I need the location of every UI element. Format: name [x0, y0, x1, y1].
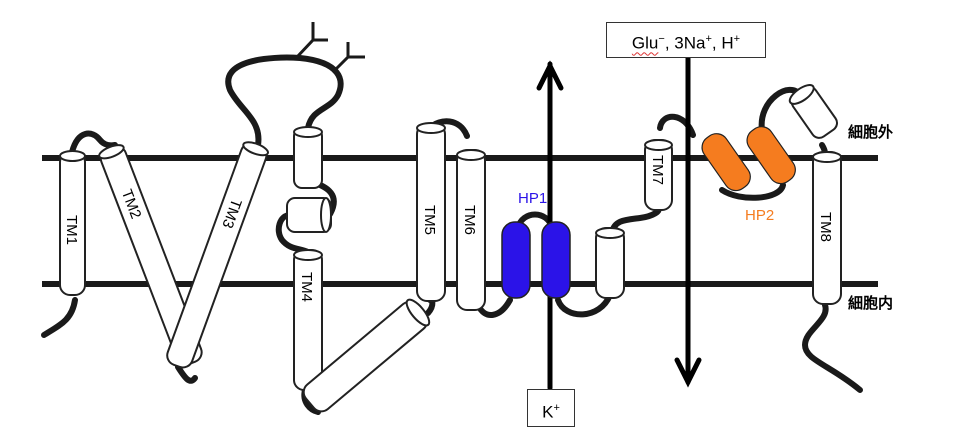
helix-hp2-end: [788, 84, 839, 139]
h-charge: +: [733, 33, 741, 45]
glycosylation-icon: [295, 22, 328, 59]
helix-short: [595, 227, 625, 299]
k-efflux-arrowhead-icon: [536, 60, 564, 91]
helix-tm7: TM7: [644, 139, 673, 211]
n-terminus-loop: [41, 297, 78, 338]
na-label: , 3Na: [664, 33, 706, 53]
tm7-hp2-loop: [657, 113, 696, 138]
helix-tm6: TM6: [456, 149, 486, 311]
tm3-top-loop: [225, 54, 344, 148]
helix-label-tm1: TM1: [63, 215, 80, 245]
hairpin-hp1: HP1: [501, 190, 571, 299]
intracellular-label: 細胞内: [848, 294, 893, 312]
helix-tm5: TM5: [416, 122, 446, 302]
glycosylation-icon: [331, 42, 365, 74]
hairpin-label-hp2: HP2: [745, 207, 774, 224]
h-label: , H: [711, 33, 734, 53]
glu-label: Glu: [631, 33, 659, 53]
tm2-tm3-loop: [175, 364, 198, 384]
helix-tm1: TM1: [59, 150, 86, 296]
helix-tm2: TM2: [98, 144, 203, 366]
tm1-tm2-loop: [69, 130, 118, 155]
helix-tm4b: [286, 197, 332, 233]
helix-label-tm7: TM7: [649, 155, 666, 185]
k-ion-box: K+: [527, 389, 575, 427]
short-tm7-loop: [609, 207, 662, 235]
glu-influx-arrowhead-icon: [674, 357, 702, 388]
helix-label-tm6: TM6: [461, 205, 478, 235]
helix-label-tm4: TM4: [298, 272, 315, 302]
c-terminus-loop: [801, 302, 863, 393]
hp1-short-loop: [555, 292, 613, 318]
loops: [41, 54, 863, 415]
helix-tm4a: [293, 126, 323, 189]
hairpin-label-hp1: HP1: [518, 190, 547, 207]
helix-label-tm8: TM8: [817, 212, 834, 242]
helix-tm8: TM8: [812, 151, 842, 305]
glu-na-h-ion-box: Glu−, 3Na+, H+: [606, 22, 766, 58]
k-charge: +: [553, 402, 560, 414]
helix-tm4d: [302, 298, 431, 413]
glycosylation-marks: [295, 22, 365, 74]
k-label: K: [542, 402, 554, 422]
hairpin-hp2: HP2: [701, 126, 796, 224]
extracellular-label: 細胞外: [848, 123, 893, 141]
helix-tm4: TM4: [293, 249, 323, 391]
glu-charge: −: [658, 33, 665, 45]
hp2-bottom-loop: [719, 182, 786, 201]
helix-tm3: TM3: [166, 141, 269, 369]
na-charge: +: [705, 33, 712, 45]
helix-label-tm5: TM5: [421, 205, 438, 235]
